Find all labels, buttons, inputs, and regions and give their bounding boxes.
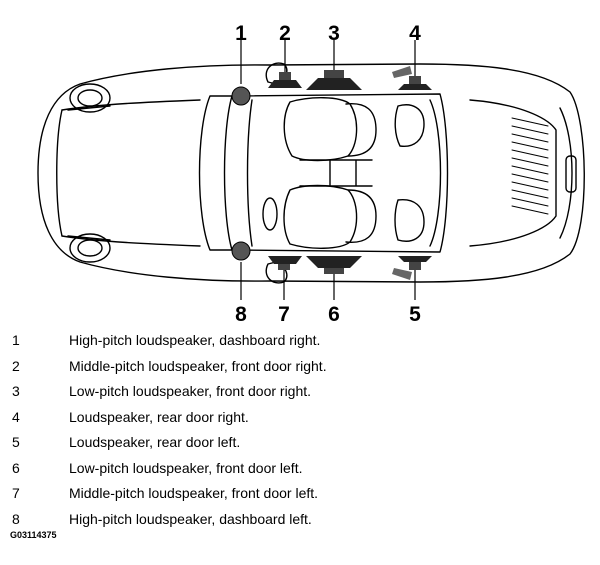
legend-number: 4 (12, 409, 20, 425)
cabin-outline (231, 93, 449, 253)
car-body-outline (37, 63, 585, 283)
legend-item: 7 Middle-pitch loudspeaker, front door l… (0, 483, 600, 503)
callout-2: 2 (279, 22, 291, 45)
legend-text: Loudspeaker, rear door left. (69, 434, 241, 450)
speaker-3-woofer-front-door-right (306, 70, 362, 90)
legend-text: Middle-pitch loudspeaker, front door rig… (69, 358, 327, 374)
legend-number: 3 (12, 383, 20, 399)
callout-5: 5 (409, 303, 421, 326)
speaker-2-midrange-front-door-right (268, 72, 302, 88)
legend-item: 1 High-pitch loudspeaker, dashboard righ… (0, 330, 600, 350)
headlight-left (69, 233, 111, 263)
callout-4: 4 (409, 22, 421, 45)
legend-text: Low-pitch loudspeaker, front door left. (69, 460, 303, 476)
legend-item: 3 Low-pitch loudspeaker, front door righ… (0, 381, 600, 401)
front-nose (56, 109, 63, 237)
legend-number: 2 (12, 358, 20, 374)
legend-number: 8 (12, 511, 20, 527)
speaker-8-tweeter-dashboard-left (231, 241, 251, 261)
front-seat-right-back (345, 103, 377, 157)
dashboard-line (246, 99, 253, 247)
legend-item: 8 High-pitch loudspeaker, dashboard left… (0, 509, 600, 529)
front-seat-left (283, 184, 358, 249)
legend-number: 1 (12, 332, 20, 348)
legend-item: 6 Low-pitch loudspeaker, front door left… (0, 458, 600, 478)
speaker-4-rear-door-right (392, 66, 432, 90)
engine-cover (469, 99, 557, 247)
figure-code: G03114375 (10, 530, 57, 540)
callout-3: 3 (328, 22, 340, 45)
windshield (198, 95, 233, 251)
centre-console (299, 159, 373, 187)
front-seat-left-back (345, 189, 377, 243)
rear-seat-right (394, 104, 425, 147)
legend-number: 7 (12, 485, 20, 501)
car-speaker-diagram: 1 2 3 4 8 7 6 5 (37, 22, 585, 326)
legend-text: Low-pitch loudspeaker, front door right. (69, 383, 312, 399)
front-light-strip-left (67, 235, 111, 241)
rear-seat-left (394, 199, 425, 242)
rear-bench (429, 99, 442, 247)
callout-6: 6 (328, 303, 340, 326)
speaker-6-woofer-front-door-left (306, 256, 362, 274)
headlight-right-inner (77, 89, 103, 107)
legend-item: 2 Middle-pitch loudspeaker, front door r… (0, 356, 600, 376)
legend-text: High-pitch loudspeaker, dashboard left. (69, 511, 312, 527)
callout-8: 8 (235, 303, 247, 326)
headlight-right (69, 83, 111, 113)
front-seat-right (283, 97, 358, 162)
legend-item: 5 Loudspeaker, rear door left. (0, 432, 600, 452)
legend-item: 4 Loudspeaker, rear door right. (0, 407, 600, 427)
legend-text: Middle-pitch loudspeaker, front door lef… (69, 485, 319, 501)
speaker-5-rear-door-left (392, 256, 432, 280)
legend-number: 6 (12, 460, 20, 476)
steering-wheel (262, 197, 278, 231)
callout-7: 7 (278, 303, 290, 326)
legend-text: Loudspeaker, rear door right. (69, 409, 249, 425)
speaker-1-tweeter-dashboard-right (231, 86, 251, 106)
callout-1: 1 (235, 22, 247, 45)
legend-number: 5 (12, 434, 20, 450)
front-light-strip-right (67, 105, 111, 111)
legend-text: High-pitch loudspeaker, dashboard right. (69, 332, 321, 348)
speaker-7-midrange-front-door-left (268, 256, 302, 270)
headlight-left-inner (77, 239, 103, 257)
engine-grille (511, 117, 549, 215)
rear-spoiler (559, 107, 573, 239)
